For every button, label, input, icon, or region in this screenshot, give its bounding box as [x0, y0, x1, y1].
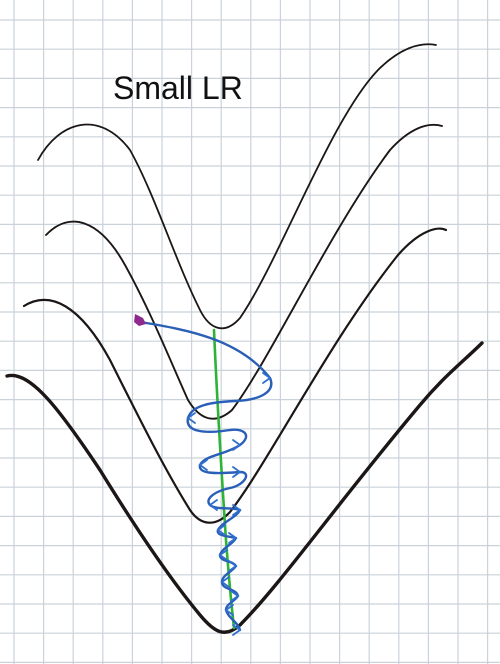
arrowhead-mark — [216, 524, 226, 536]
arrowhead-mark — [228, 532, 238, 544]
diagram-title: Small LR — [113, 70, 243, 106]
arrowhead-mark — [232, 466, 242, 478]
outer-contour — [5, 341, 484, 634]
arrowhead-mark — [208, 499, 218, 511]
second-contour — [22, 227, 448, 524]
inner-contour — [37, 43, 437, 330]
arrowhead-mark — [218, 549, 228, 561]
arrowhead-mark — [186, 412, 196, 424]
arrowhead-mark — [228, 560, 238, 572]
arrowhead-mark — [262, 372, 272, 384]
arrowhead-mark — [224, 604, 234, 616]
arrowhead-mark — [232, 439, 242, 451]
start-point-marker — [134, 314, 146, 326]
gradient-step-arrowheads — [186, 372, 272, 636]
arrowhead-mark — [232, 504, 242, 516]
arrowhead-mark — [198, 459, 208, 471]
arrowhead-mark — [230, 590, 240, 602]
arrowhead-mark — [220, 576, 230, 588]
arrowhead-mark — [232, 624, 242, 636]
third-contour — [45, 124, 443, 420]
